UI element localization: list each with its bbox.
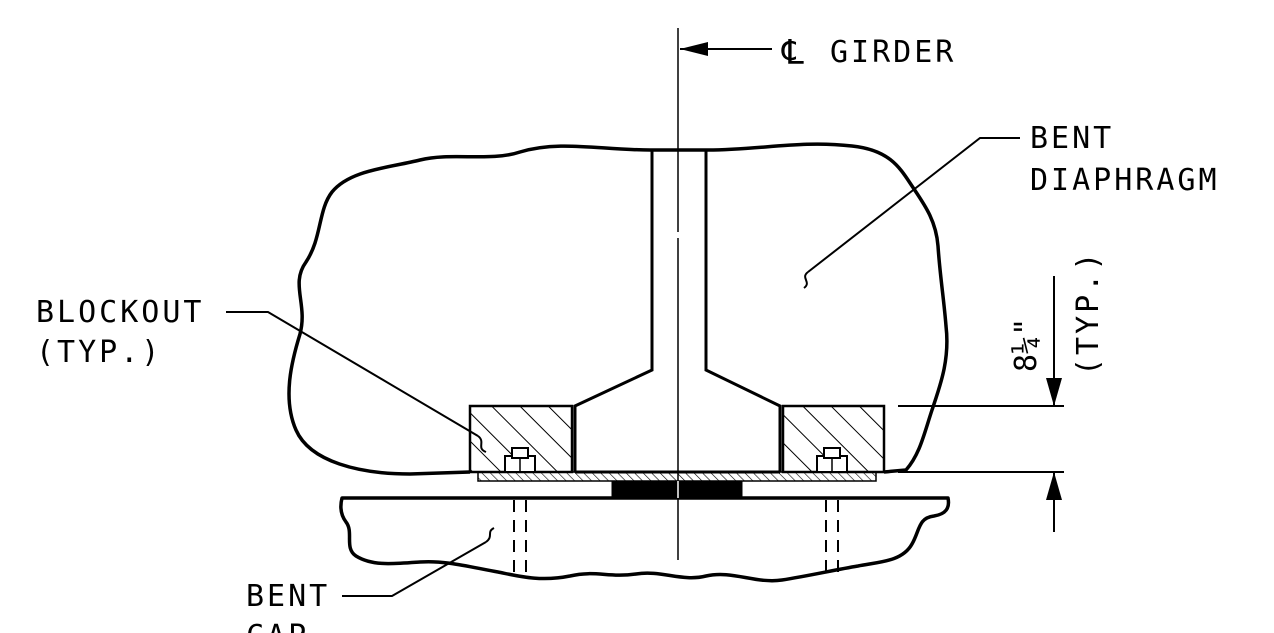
bent-diaphragm-label-line2: DIAPHRAGM — [1030, 163, 1220, 198]
girder-web-right — [704, 150, 782, 472]
blockout-leader — [226, 311, 487, 453]
dimension-note: (TYP.) — [1071, 250, 1106, 376]
dimension-arrow-top — [1046, 378, 1062, 406]
bent-diaphragm-outline — [287, 142, 949, 476]
bent-cap-outline — [339, 496, 951, 583]
bearing-pad — [611, 480, 743, 499]
cl-symbol: ℄ — [781, 33, 804, 73]
anchor-bolt-hidden-lines — [513, 500, 839, 574]
bent-cap-leader — [342, 527, 495, 597]
girder-web-left — [573, 150, 654, 472]
cl-girder-leader — [680, 42, 772, 56]
bent-cap-label-line1: BENT — [246, 579, 330, 614]
dimension-arrow-bottom — [1046, 472, 1062, 500]
girder-label: GIRDER — [830, 35, 956, 70]
dimension-value: 8¼" — [1009, 318, 1044, 372]
masonry-plate — [477, 471, 877, 482]
bent-diaphragm-label-line1: BENT — [1030, 121, 1114, 156]
anchor-nut-left — [504, 447, 536, 473]
bent-cap-label-line2: CAP — [246, 619, 309, 633]
bent-diaphragm-leader — [803, 137, 1020, 289]
blockout-height-dimension — [898, 276, 1064, 532]
anchor-nut-right — [816, 447, 848, 473]
blockout-label-line2: (TYP.) — [36, 335, 162, 370]
blockout-label-line1: BLOCKOUT — [36, 295, 205, 330]
